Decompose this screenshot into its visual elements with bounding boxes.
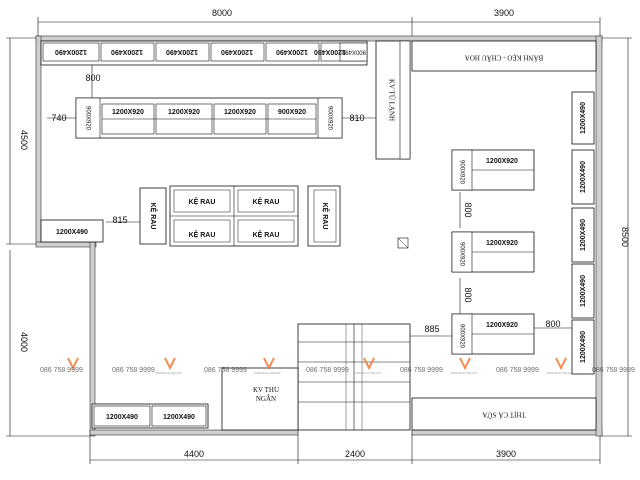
veg-1-label: KỆ RAU [189, 197, 216, 206]
upper-island-end-left-label: 900X920 [84, 106, 90, 131]
bottom-shelf-2-label: 1200X490 [163, 414, 195, 421]
upper-island: 900X920 1200X920 1200X920 1200X920 900X9… [75, 97, 343, 139]
fruit-zone: BÁNH KẸO - CHÂU HOA [411, 40, 597, 72]
svg-text:086 758 9999: 086 758 9999 [112, 367, 155, 374]
gap-label-vertical-2: 800 [463, 287, 473, 302]
right-island-2-end-label: 900X920 [458, 242, 464, 267]
gap-label-vertical-1: 800 [463, 202, 473, 217]
watermark-6: VINATECH GROUP 086 758 9999 086 758 9999 [496, 357, 635, 375]
watermark-strip: 086 758 9999 VINATECH GROUP 086 758 9999… [40, 357, 635, 375]
dim-top-right: 3900 [494, 8, 514, 18]
right-island-3: 900X920 1200X920 [451, 313, 535, 355]
fruit-zone-label: BÁNH KẸO - CHÂU HOA [465, 53, 544, 61]
right-island-1-label: 1200X920 [486, 158, 518, 165]
svg-text:086 758 9999: 086 758 9999 [592, 367, 635, 374]
watermark-4: VINATECH GROUP 086 758 9999 [306, 357, 381, 375]
right-island-1-end-label: 900X920 [458, 160, 464, 185]
veg-end-right-label: KỆ RAU [321, 203, 330, 230]
gap-label-right-wall: 800 [545, 319, 560, 329]
svg-text:086 758 9999: 086 758 9999 [400, 367, 443, 374]
meat-zone-label: THỊT CÁ SỮA [482, 410, 525, 418]
right-wall-3-label: 1200X490 [580, 219, 587, 251]
meat-zone: THỊT CÁ SỮA [411, 397, 597, 431]
right-island-2-label: 1200X920 [486, 240, 518, 247]
top-shelf-row: 1200X490 1200X490 1200X490 1200X490 1200… [40, 40, 368, 66]
gap-label-cashier: 885 [424, 324, 439, 334]
svg-text:VINATECH GROUP: VINATECH GROUP [254, 371, 281, 375]
left-wall-shelf-label: 1200X490 [56, 229, 88, 236]
bottom-shelf-1-label: 1200X490 [106, 414, 138, 421]
shelf-top-1-label: 1200X490 [55, 48, 87, 55]
shelf-top-3 [155, 42, 210, 62]
left-wall-shelf: 1200X490 [40, 219, 104, 243]
svg-text:VINATECH GROUP: VINATECH GROUP [155, 371, 182, 375]
gap-label-left: 740 [51, 113, 66, 123]
shelf-top-3-label: 1200X490 [166, 48, 198, 55]
right-wall-5-label: 1200X490 [580, 331, 587, 363]
watermark-1: 086 758 9999 [40, 357, 83, 374]
veg-3-label: KỆ RAU [189, 230, 216, 239]
veg-end-left-label: KỆ RAU [149, 203, 158, 230]
svg-text:086 758 9999: 086 758 9999 [204, 367, 247, 374]
watermark-3: VINATECH GROUP 086 758 9999 [204, 357, 281, 375]
shelf-top-7-label: 900X490 [341, 48, 366, 54]
right-wall-1-label: 1200X490 [580, 102, 587, 134]
shelf-top-5 [265, 42, 320, 62]
svg-text:VINATECH GROUP: VINATECH GROUP [546, 371, 573, 375]
right-island-1: 900X920 1200X920 [451, 149, 535, 191]
right-island-3-end-label: 900X920 [458, 324, 464, 349]
gap-label-center: 815 [112, 215, 127, 225]
right-wall-2-label: 1200X490 [580, 161, 587, 193]
right-island-2: 900X920 1200X920 [451, 231, 535, 273]
upper-island-3-label: 1200X920 [224, 109, 256, 116]
upper-island-2-label: 1200X920 [168, 109, 200, 116]
svg-text:086 758 9999: 086 758 9999 [306, 367, 349, 374]
shelf-top-6-label: 1200X490 [314, 48, 346, 55]
upper-island-1-label: 1200X920 [112, 109, 144, 116]
vegetable-island: KỆ RAU KỆ RAU KỆ RAU KỆ RAU KỆ RAU KỆ RA… [139, 185, 341, 247]
gap-label-right: 810 [349, 113, 364, 123]
dim-left-bottom: 4000 [19, 332, 29, 352]
bottom-left-shelves: 1200X490 1200X490 [91, 403, 209, 429]
dim-right: 8500 [620, 227, 630, 247]
right-wall-shelves: 1200X490 1200X490 1200X490 1200X490 1200… [571, 91, 595, 375]
shelf-top-7 [339, 42, 368, 62]
shelf-top-5-label: 1200X490 [276, 48, 308, 55]
shelf-top-2 [100, 42, 155, 62]
watermark-5: VINATECH GROUP 086 758 9999 [400, 357, 477, 375]
svg-text:086 758 9999: 086 758 9999 [40, 367, 83, 374]
shelf-top-4 [210, 42, 265, 62]
shelf-top-1 [42, 42, 100, 62]
upper-island-4-label: 900X920 [278, 109, 306, 116]
cashier-zone: KV THU NGÂN [221, 367, 299, 431]
svg-text:VINATECH GROUP: VINATECH GROUP [450, 371, 477, 375]
right-island-3-label: 1200X920 [486, 322, 518, 329]
dim-left-top: 4500 [19, 130, 29, 150]
shelf-top-4-label: 1200X490 [221, 48, 253, 55]
dim-bottom-left: 4400 [184, 449, 204, 459]
fridge-zone-label: KV TỦ LẠNH [387, 79, 395, 121]
watermark-2: VINATECH GROUP 086 758 9999 [112, 357, 182, 375]
gap-label-top: 800 [85, 73, 100, 83]
upper-island-end-right-label: 900X920 [326, 106, 332, 131]
cashier-zone-label-1: KV THU [253, 386, 279, 394]
svg-text:VINATECH GROUP: VINATECH GROUP [354, 371, 381, 375]
dim-top-left: 8000 [212, 8, 232, 18]
veg-2-label: KỆ RAU [253, 197, 280, 206]
dimension-lines [6, 17, 632, 464]
svg-text:086 758 9999: 086 758 9999 [496, 367, 539, 374]
checkout-counters [297, 323, 411, 431]
right-wall-4-label: 1200X490 [580, 275, 587, 307]
veg-4-label: KỆ RAU [253, 230, 280, 239]
cashier-zone-label-2: NGÂN [256, 395, 276, 403]
shelf-top-2-label: 1200X490 [111, 48, 143, 55]
dim-bottom-mid: 2400 [345, 449, 365, 459]
dim-bottom-right: 3900 [496, 449, 516, 459]
fridge-zone: KV TỦ LẠNH [375, 40, 411, 160]
